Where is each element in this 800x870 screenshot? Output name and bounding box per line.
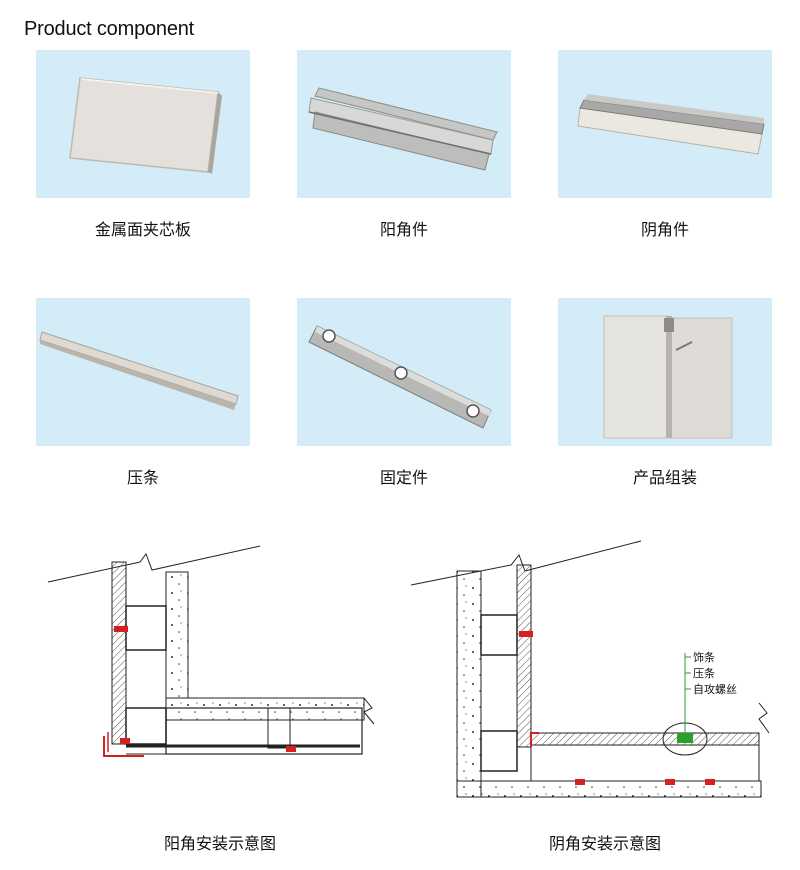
- fixing-bracket-image: [297, 298, 511, 446]
- inside-corner-profile-image: [558, 50, 772, 198]
- callout-label: 饰条: [693, 650, 715, 664]
- outside-corner-profile-image: [297, 50, 511, 198]
- product-label: 金属面夹芯板: [94, 220, 191, 239]
- product-label: 阳角件: [379, 220, 428, 239]
- product-label: 产品组装: [632, 468, 697, 487]
- callout-label: 自攻螺丝: [693, 682, 737, 696]
- page-title: Product component: [24, 18, 195, 40]
- product-label: 固定件: [379, 468, 428, 487]
- product-label: 压条: [126, 468, 159, 487]
- callout-label: 压条: [693, 666, 715, 680]
- inside-corner-install-diagram: 饰条 压条 自攻螺丝: [410, 540, 770, 798]
- pressing-strip-image: [36, 298, 250, 446]
- outside-corner-install-diagram: [47, 545, 375, 757]
- assembled-panels-image: [558, 298, 772, 446]
- diagram-caption: 阴角安装示意图: [548, 834, 661, 853]
- sandwich-panel-image: [36, 50, 250, 198]
- product-label: 阴角件: [640, 220, 689, 239]
- diagram-caption: 阳角安装示意图: [163, 834, 276, 853]
